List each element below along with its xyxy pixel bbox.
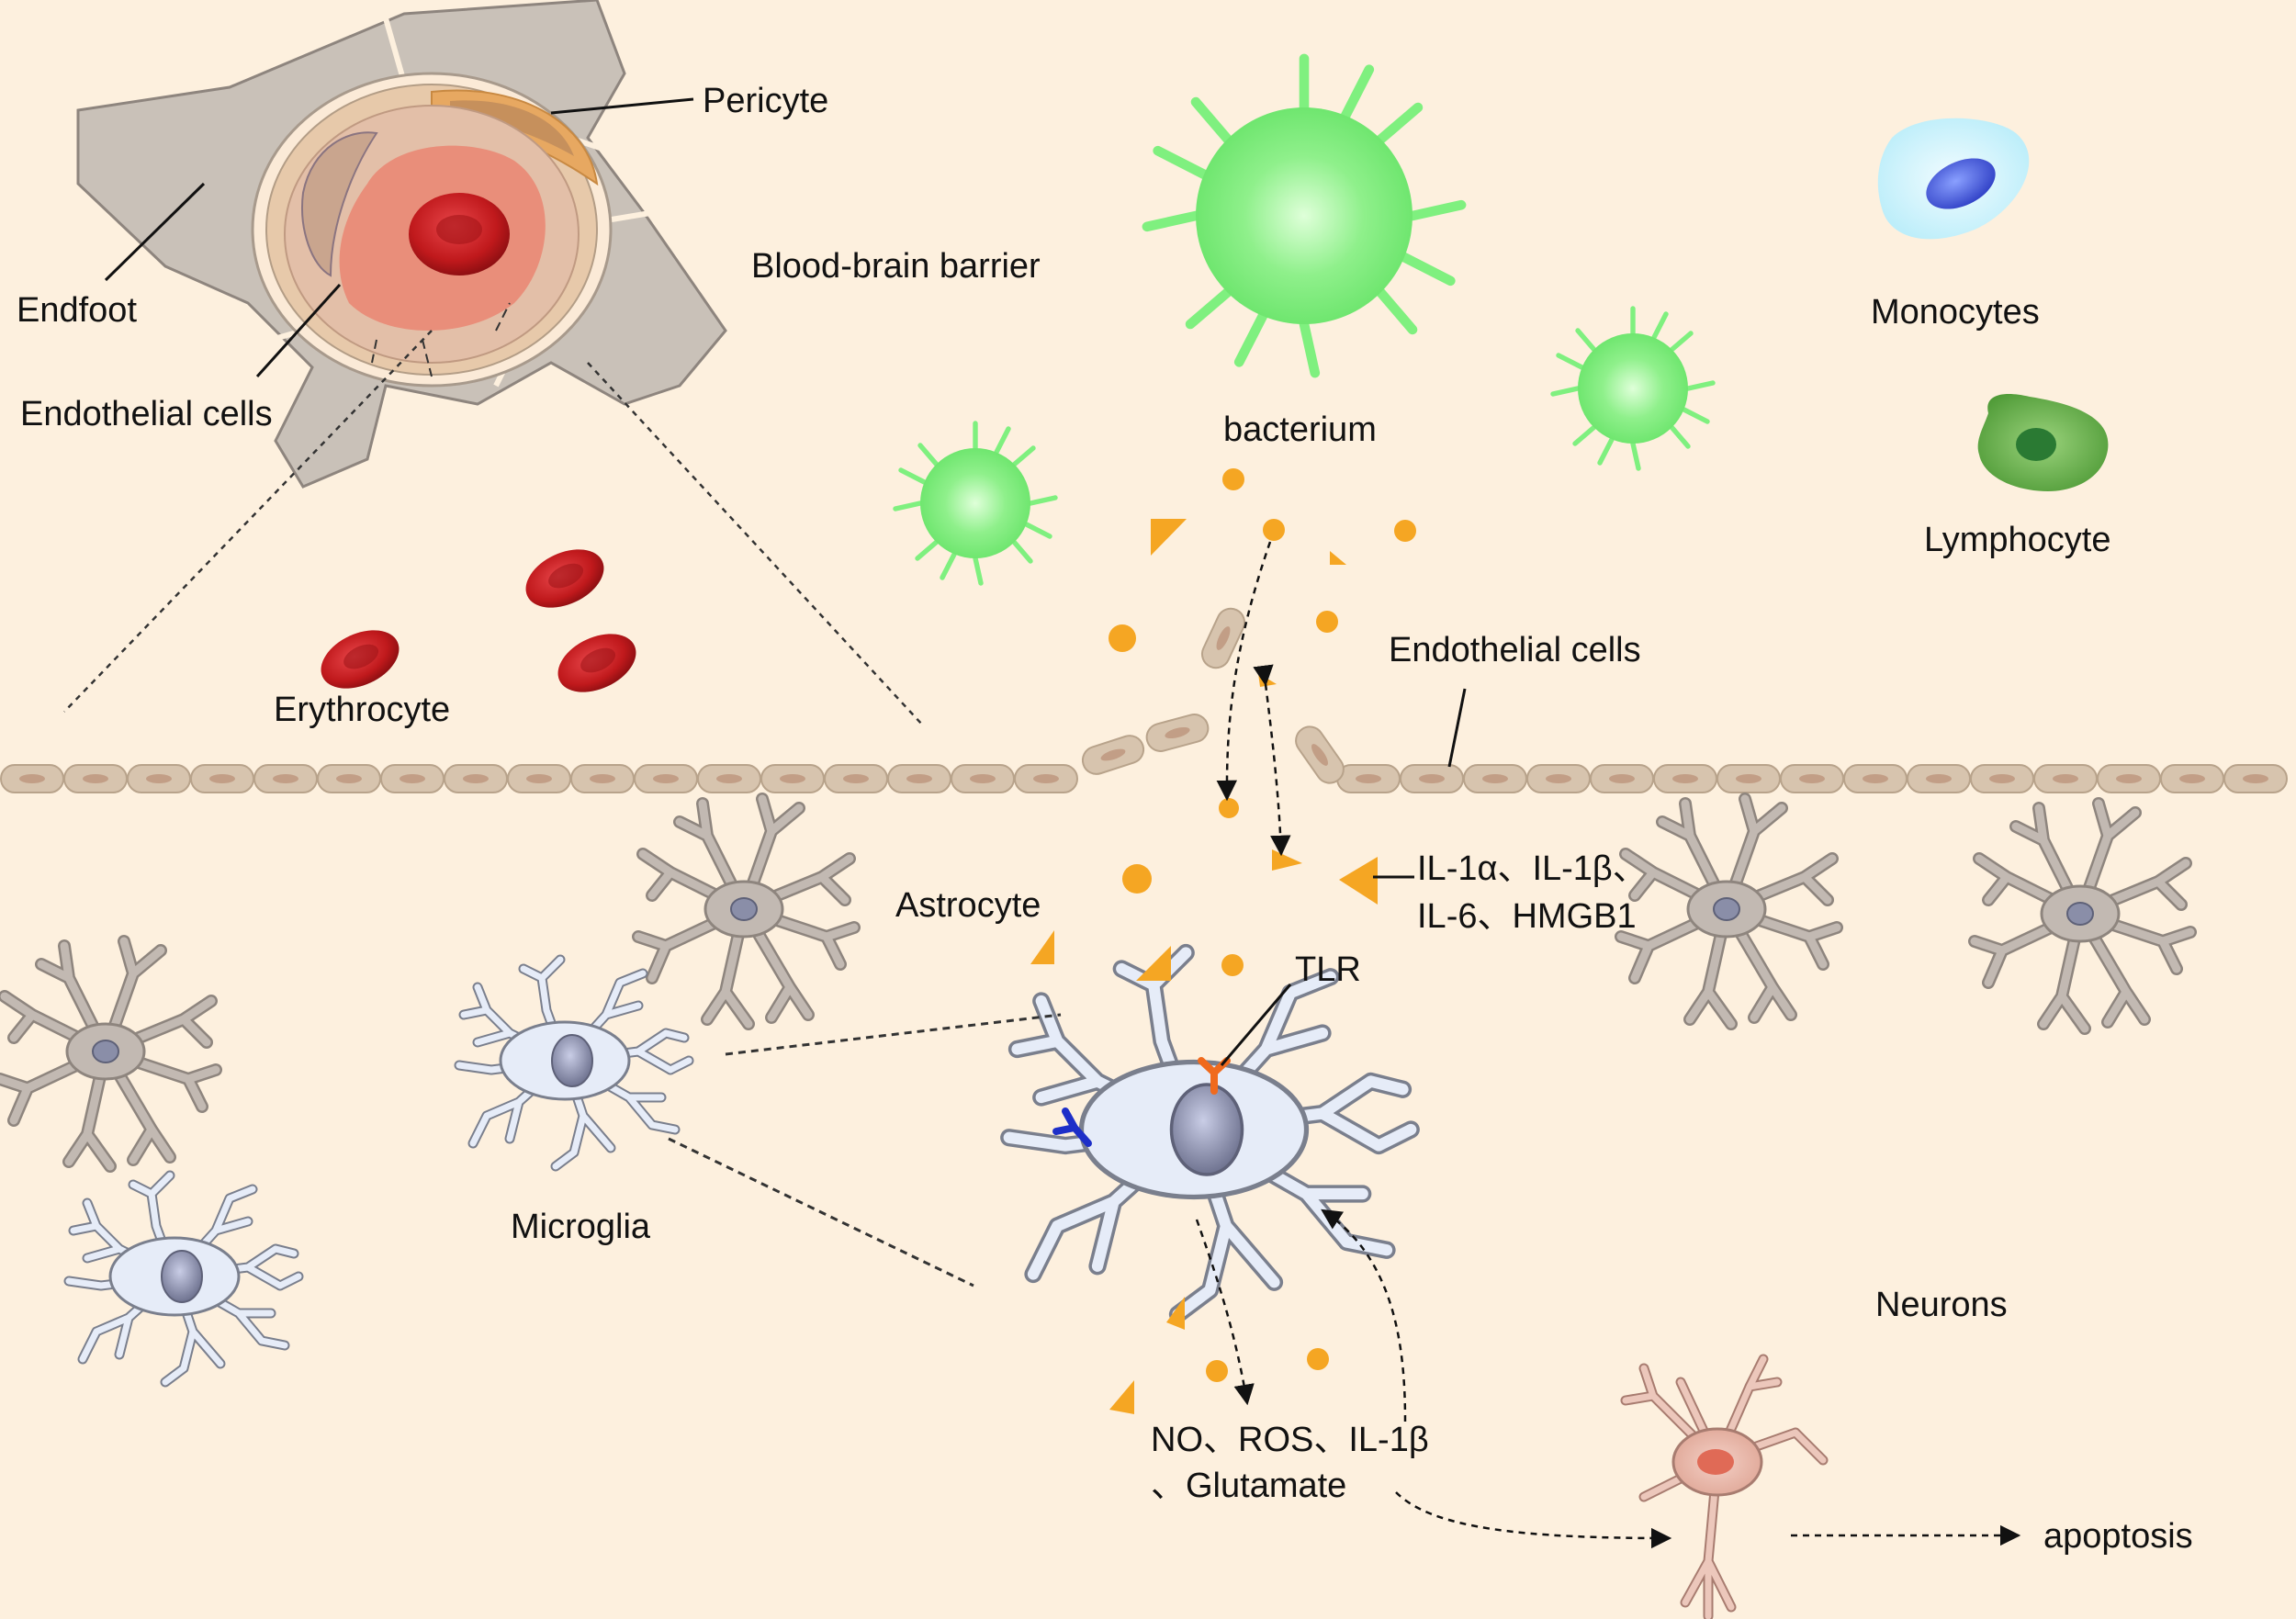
astrocyte-1 xyxy=(638,799,854,1024)
astrocyte-2 xyxy=(0,941,216,1166)
endothelial-cell xyxy=(1590,764,1654,793)
endothelial-cell xyxy=(2033,764,2098,793)
label-lymphocyte: Lymphocyte xyxy=(1924,521,2110,559)
blue-receptor xyxy=(1052,1107,1092,1147)
endothelial-cell xyxy=(190,764,254,793)
microglia-large xyxy=(1009,953,1412,1315)
microglia-small-2 xyxy=(69,1175,298,1382)
endothelial-cell xyxy=(760,764,825,793)
astrocyte-4 xyxy=(1975,804,2190,1029)
label-monocytes: Monocytes xyxy=(1871,293,2040,332)
endothelial-layer xyxy=(0,607,2288,793)
endothelial-cell xyxy=(253,764,318,793)
endothelial-cell xyxy=(1081,735,1145,775)
endothelial-cell xyxy=(1843,764,1908,793)
endothelial-cell xyxy=(1780,764,1844,793)
endothelial-cell xyxy=(1716,764,1781,793)
zoom-line-left xyxy=(63,330,433,713)
endothelial-cell xyxy=(697,764,761,793)
neuron-cell xyxy=(1620,1354,1829,1619)
erythrocyte-2 xyxy=(548,622,646,704)
label-neurons: Neurons xyxy=(1875,1286,2008,1324)
label-apoptosis: apoptosis xyxy=(2043,1517,2193,1556)
microglia-small-1 xyxy=(459,960,689,1166)
endothelial-cell xyxy=(1200,607,1246,669)
erythrocyte-3 xyxy=(311,618,409,701)
label-cytokines-line1: IL-1α、IL-1β、 xyxy=(1417,849,1648,888)
label-endothelial-vessel: Endothelial cells xyxy=(20,395,273,433)
lymphocyte-cell xyxy=(1977,394,2109,491)
endothelial-cell xyxy=(1463,764,1527,793)
endothelial-cell xyxy=(317,764,381,793)
microglia-zoom-line-bottom xyxy=(668,1137,974,1287)
endothelial-cell xyxy=(2097,764,2161,793)
label-cytokines-line2: IL-6、HMGB1 xyxy=(1417,897,1637,936)
label-tlr: TLR xyxy=(1295,950,1361,989)
endothelial-cell xyxy=(2223,764,2288,793)
endothelial-cell xyxy=(0,764,64,793)
label-endothelial-layer: Endothelial cells xyxy=(1389,631,1641,669)
flow-arrows xyxy=(1195,541,2021,1549)
zoom-line-right xyxy=(587,362,924,726)
endothelial-cell xyxy=(887,764,951,793)
endothelial-cell xyxy=(570,764,635,793)
endothelial-cell xyxy=(634,764,698,793)
label-endfoot: Endfoot xyxy=(17,291,137,330)
endothelial-cell xyxy=(1970,764,2034,793)
bacterium-medium xyxy=(1553,309,1713,468)
endothelial-cell xyxy=(127,764,191,793)
endothelial-cell xyxy=(1014,764,1078,793)
endothelial-cell xyxy=(63,764,128,793)
pericyte-leader xyxy=(550,97,694,115)
monocyte-cell xyxy=(1877,118,2030,240)
label-erythrocyte: Erythrocyte xyxy=(274,691,450,729)
endothelial-vessel-leader xyxy=(255,283,342,378)
erythrocyte-1 xyxy=(516,537,613,620)
label-pericyte: Pericyte xyxy=(703,82,828,120)
label-products-line1: NO、ROS、IL-1β xyxy=(1151,1421,1429,1459)
endothelial-cell xyxy=(824,764,888,793)
microglia-zoom-line-top xyxy=(725,1013,1062,1056)
endothelial-cell xyxy=(1907,764,1971,793)
bacterium-small xyxy=(895,423,1055,583)
endothelial-cell xyxy=(1295,725,1345,784)
endfoot-leader xyxy=(104,182,206,282)
endothelial-cell xyxy=(1653,764,1717,793)
endothelial-cell xyxy=(2160,764,2224,793)
endothelial-cell xyxy=(1145,714,1210,752)
label-astrocyte: Astrocyte xyxy=(895,886,1041,925)
endothelial-cell xyxy=(507,764,571,793)
bacterium-large xyxy=(1147,59,1461,373)
endothelial-cell xyxy=(1526,764,1591,793)
endothelial-layer-leader xyxy=(1447,688,1467,768)
astrocyte-3 xyxy=(1621,799,1837,1024)
label-microglia: Microglia xyxy=(511,1208,651,1246)
endothelial-cell xyxy=(444,764,508,793)
endothelial-cell xyxy=(380,764,445,793)
label-blood-brain-barrier: Blood-brain barrier xyxy=(751,247,1041,286)
endothelial-cell xyxy=(951,764,1015,793)
vessel-cross-section xyxy=(76,0,727,489)
endothelial-cell xyxy=(1400,764,1464,793)
tlr-leader xyxy=(1220,984,1292,1066)
endothelial-cell xyxy=(1336,764,1401,793)
label-products-line2: 、Glutamate xyxy=(1151,1467,1346,1505)
label-bacterium: bacterium xyxy=(1223,410,1377,449)
